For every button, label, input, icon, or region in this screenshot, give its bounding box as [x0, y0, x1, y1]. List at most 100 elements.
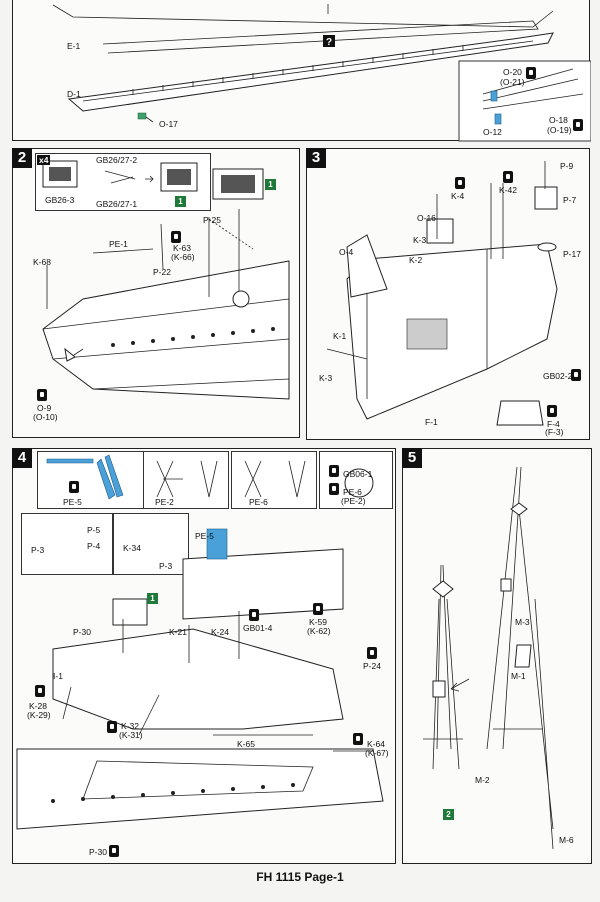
parts-bag-icon: [455, 177, 465, 189]
part-label: E-1: [67, 41, 81, 51]
part-label: GB26/27-2: [96, 155, 138, 165]
part-label: M-1: [511, 671, 526, 681]
part-label: PE-5: [63, 497, 82, 507]
part-label: (PE-2): [341, 496, 366, 506]
part-label: P-30: [73, 627, 91, 637]
step-number: 3: [306, 148, 326, 168]
part-label: K-3: [319, 373, 333, 383]
part-label: PE-6: [249, 497, 268, 507]
part-label: (K-62): [307, 626, 331, 636]
step-number: 4: [12, 448, 32, 468]
part-label: K-42: [499, 185, 517, 195]
parts-bag-icon: [35, 685, 45, 697]
parts-bag-icon: [571, 369, 581, 381]
mast-drawing: [423, 466, 554, 850]
step5-panel: 5 M-3 M-1 M-2 M-6 2: [402, 448, 592, 864]
part-label: PE-6: [343, 487, 362, 497]
part-label: D-1: [67, 89, 81, 99]
subassembly-badge: 1: [175, 196, 186, 207]
part-label: I-1: [53, 671, 63, 681]
part-label: O-4: [339, 247, 354, 257]
parts-bag-icon: [109, 845, 119, 857]
part-label: K-63: [173, 243, 191, 253]
part-label: O-9: [37, 403, 52, 413]
part-label: GB06-1: [343, 469, 373, 479]
bow-assembly-drawing: [42, 160, 290, 400]
part-label: GB26-3: [45, 195, 75, 205]
part-label: K-28: [29, 701, 47, 711]
part-label: O-18: [549, 115, 568, 125]
part-label: (K-31): [119, 730, 143, 740]
pe6-inset: [231, 451, 317, 509]
part-label: O-16: [417, 213, 436, 223]
part-label: (O-21): [500, 77, 525, 87]
part-label: PE-1: [109, 239, 128, 249]
part-label: K-3: [413, 235, 427, 245]
parts-bag-icon: [503, 171, 513, 183]
part-label: P-25: [203, 215, 221, 225]
pe2-inset: [143, 451, 229, 509]
part-label: O-17: [159, 119, 178, 129]
part-label: M-2: [475, 775, 490, 785]
part-label: P-7: [563, 195, 577, 205]
part-label: P-9: [560, 161, 574, 171]
part-label: M-3: [515, 617, 530, 627]
part-label: GB02-2: [543, 371, 573, 381]
page-footer: FH 1115 Page-1: [256, 870, 344, 884]
parts-bag-icon: [329, 465, 339, 477]
part-label: O-12: [483, 127, 502, 137]
part-label: K-2: [409, 255, 423, 265]
detail-inset-left: [21, 513, 113, 575]
photo-etch-icon: [69, 481, 79, 493]
step-number: 2: [12, 148, 32, 168]
part-label: K-32: [121, 721, 139, 731]
step-number: 5: [402, 448, 422, 468]
part-label: (K-66): [171, 252, 195, 262]
part-label: K-1: [333, 331, 347, 341]
parts-bag-icon: [249, 609, 259, 621]
parts-bag-icon: [107, 721, 117, 733]
hull-deck-drawing: [16, 454, 384, 830]
parts-bag-icon: [526, 67, 536, 79]
parts-bag-icon: [353, 733, 363, 745]
part-label: K-68: [33, 257, 51, 267]
part-label: P-30: [89, 847, 107, 857]
part-label: (K-29): [27, 710, 51, 720]
part-label: F-1: [425, 417, 438, 427]
parts-bag-icon: [171, 231, 181, 243]
step2-panel: 2 x4 GB26/27-2 GB26-3 GB26/27-1 1 1 P-25…: [12, 148, 300, 438]
part-label: K-21: [169, 627, 187, 637]
part-label: K-34: [123, 543, 141, 553]
parts-bag-icon: [367, 647, 377, 659]
part-label: P-24: [363, 661, 381, 671]
subassembly-badge: 1: [147, 593, 158, 604]
parts-bag-icon: [573, 119, 583, 131]
part-label: K-24: [211, 627, 229, 637]
step3-panel: 3 P-9 P-7 P-17 K-4 K-42 O-16 K-3 K-2 O-4…: [306, 148, 590, 440]
svg-text:?: ?: [326, 37, 332, 48]
part-label: GB26/27-1: [96, 199, 138, 209]
part-label: F-4: [547, 419, 560, 429]
part-label: PE-2: [155, 497, 174, 507]
part-label: P-17: [563, 249, 581, 259]
part-label: K-4: [451, 191, 465, 201]
step1-panel: ? E-1 D-1 O-17 O-20 (O-21) O-18 (O-19) O…: [12, 0, 591, 142]
part-label: P-3: [31, 545, 45, 555]
part-label: P-22: [153, 267, 171, 277]
part-label: P-4: [87, 541, 101, 551]
parts-bag-icon: [313, 603, 323, 615]
parts-bag-icon: [547, 405, 557, 417]
quantity-multiplier: x4: [37, 155, 51, 165]
detail-inset-mid: [113, 513, 189, 575]
parts-bag-icon: [37, 389, 47, 401]
superstructure-drawing: [326, 161, 558, 426]
part-label: (F-3): [545, 427, 564, 437]
subassembly-badge: 1: [265, 179, 276, 190]
parts-bag-icon: [329, 483, 339, 495]
part-label: (O-19): [547, 125, 572, 135]
part-label: P-3: [159, 561, 173, 571]
part-label: P-5: [87, 525, 101, 535]
hull-side-drawing: ?: [52, 4, 591, 142]
part-label: O-20: [503, 67, 522, 77]
part-label: K-64: [367, 739, 385, 749]
